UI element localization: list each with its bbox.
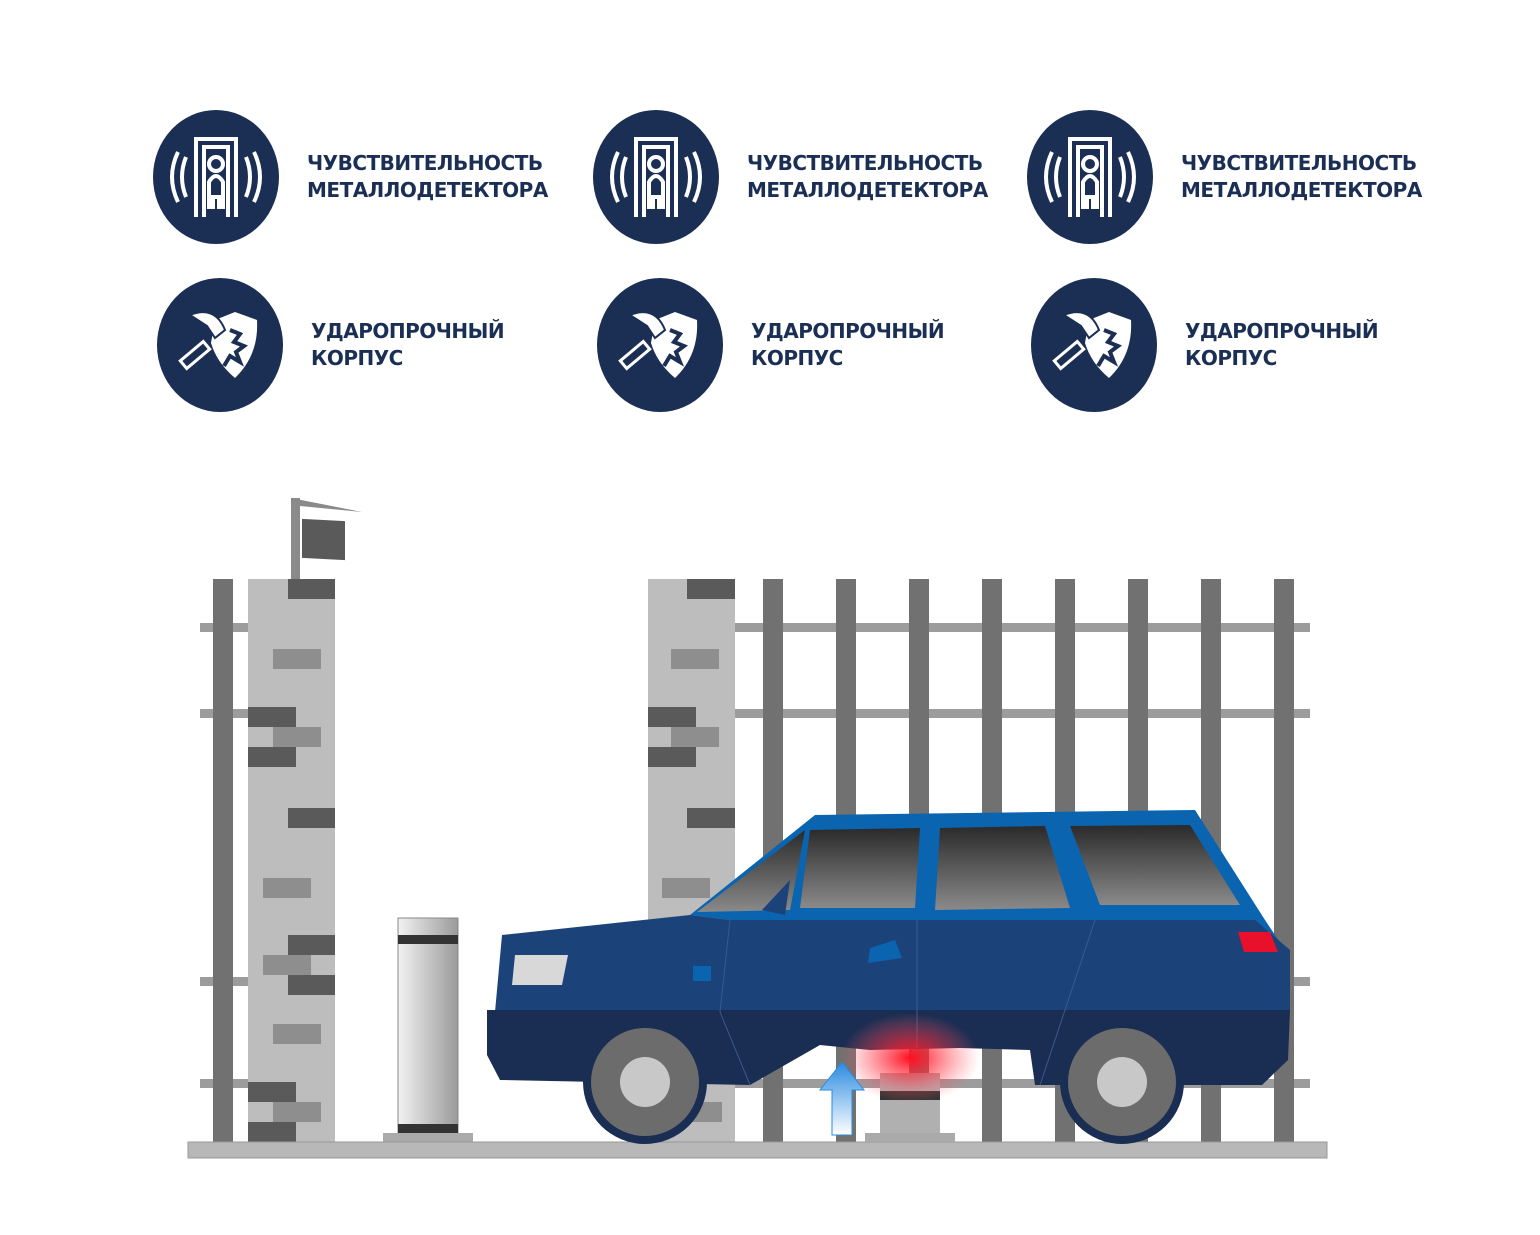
feature-title-line1: ЧУВСТВИТЕЛЬНОСТЬ — [307, 151, 543, 175]
feature-title-line1: ЧУВСТВИТЕЛЬНОСТЬ — [1181, 151, 1417, 175]
feature-impact-resistant-1: УДАРОПРОЧНЫЙ КОРПУС — [157, 278, 505, 412]
metal-detector-icon — [1027, 110, 1153, 244]
ground — [187, 1141, 1328, 1159]
feature-title-line1: УДАРОПРОЧНЫЙ — [1185, 319, 1379, 343]
detection-glow — [840, 1013, 980, 1103]
bollard — [383, 917, 473, 1142]
feature-impact-resistant-3: УДАРОПРОЧНЫЙ КОРПУС — [1031, 278, 1379, 412]
feature-title-line1: УДАРОПРОЧНЫЙ — [311, 319, 505, 343]
feature-metal-detector-3: ЧУВСТВИТЕЛЬНОСТЬ МЕТАЛЛОДЕТЕКТОРА — [1027, 110, 1422, 244]
feature-metal-detector-1: ЧУВСТВИТЕЛЬНОСТЬ МЕТАЛЛОДЕТЕКТОРА — [153, 110, 548, 244]
impact-shield-icon — [1031, 278, 1157, 412]
camera — [291, 498, 362, 579]
feature-impact-resistant-2: УДАРОПРОЧНЫЙ КОРПУС — [597, 278, 945, 412]
feature-title-line2: КОРПУС — [311, 346, 403, 370]
car — [487, 810, 1290, 1144]
left-pillar — [248, 579, 335, 1142]
feature-metal-detector-2: ЧУВСТВИТЕЛЬНОСТЬ МЕТАЛЛОДЕТЕКТОРА — [593, 110, 988, 244]
impact-shield-icon — [157, 278, 283, 412]
feature-title-line1: УДАРОПРОЧНЫЙ — [751, 319, 945, 343]
metal-detector-icon — [153, 110, 279, 244]
impact-shield-icon — [597, 278, 723, 412]
feature-title-line2: МЕТАЛЛОДЕТЕКТОРА — [1181, 178, 1422, 202]
feature-title-line2: МЕТАЛЛОДЕТЕКТОРА — [747, 178, 988, 202]
metal-detector-icon — [593, 110, 719, 244]
feature-title-line2: КОРПУС — [751, 346, 843, 370]
feature-title-line2: МЕТАЛЛОДЕТЕКТОРА — [307, 178, 548, 202]
scan-arrow-icon — [818, 1061, 866, 1136]
feature-title-line1: ЧУВСТВИТЕЛЬНОСТЬ — [747, 151, 983, 175]
feature-title-line2: КОРПУС — [1185, 346, 1277, 370]
